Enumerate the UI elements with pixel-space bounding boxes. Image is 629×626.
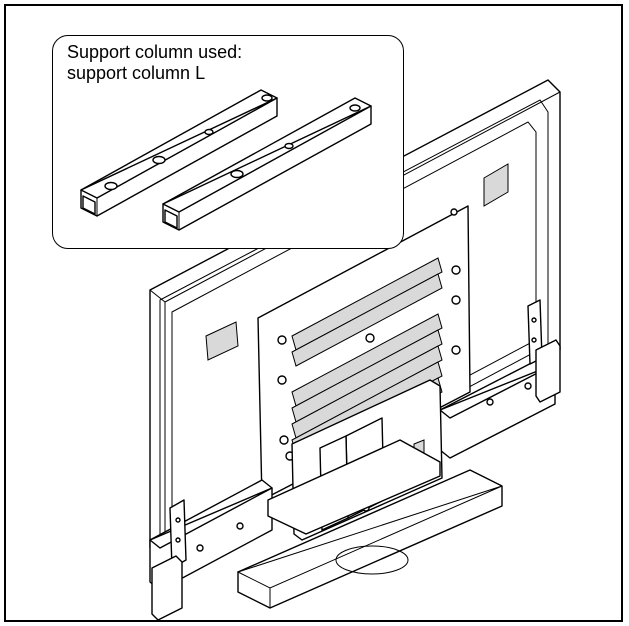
support-columns-illustration	[80, 89, 372, 231]
support-column-l-1	[80, 89, 278, 217]
support-column-l-2	[162, 97, 372, 231]
callout-caption-line2: support column L	[67, 63, 206, 83]
bracket-left	[151, 499, 187, 621]
stand-base	[236, 439, 503, 609]
bracket-right	[527, 299, 561, 403]
mounting-plate	[257, 205, 471, 501]
callout-box: Support column used: support column L	[52, 35, 404, 249]
callout-caption: Support column used: support column L	[67, 42, 242, 84]
handle-recess-right	[483, 163, 509, 207]
handle-recess-left	[205, 321, 239, 361]
callout-caption-line1: Support column used:	[67, 42, 243, 62]
